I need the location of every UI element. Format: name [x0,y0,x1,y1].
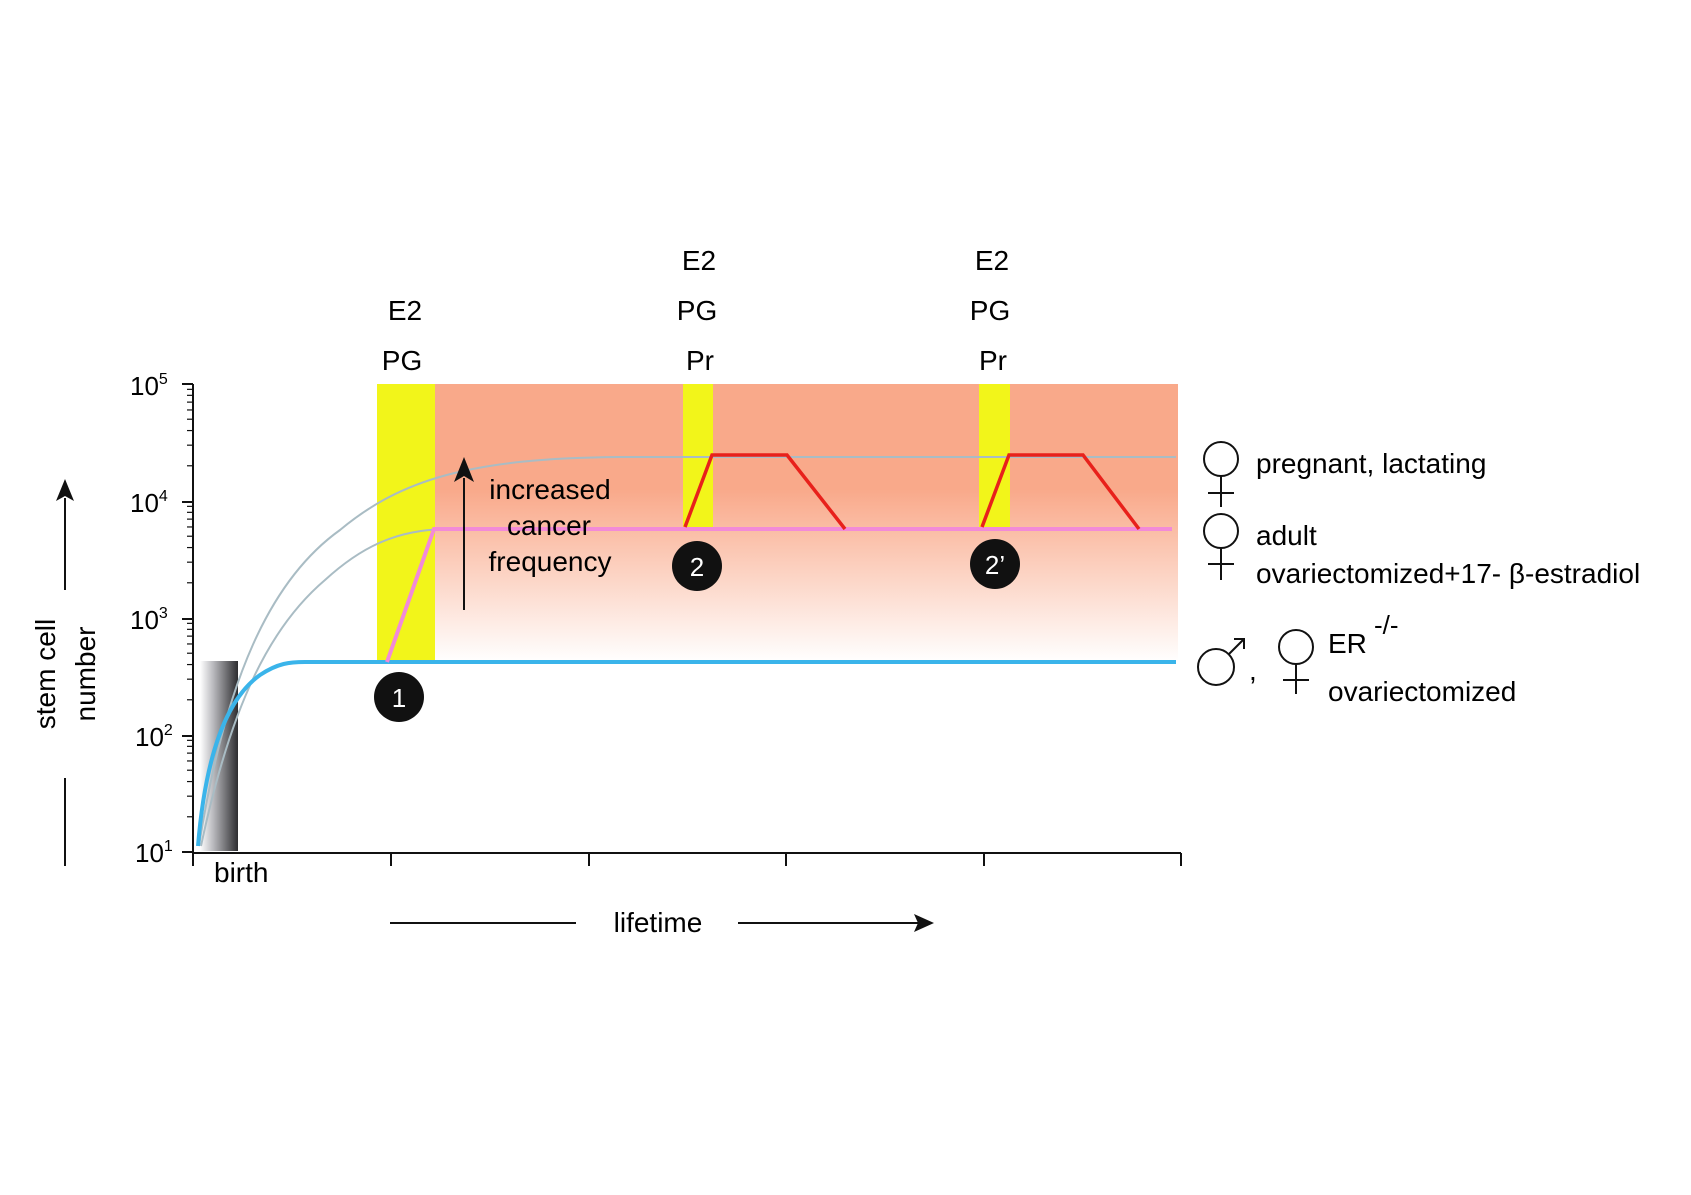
annotation-frequency: frequency [489,546,612,577]
y-major-ticks [182,383,193,853]
legend-comma: , [1249,655,1257,686]
pink-adult-line [385,527,1172,663]
pregnancy1-hormone-pr: Pr [686,345,714,376]
puberty-hormone-pg: PG [382,345,422,376]
male-symbol-icon [1197,638,1245,686]
marker-1-label: 1 [392,683,406,713]
puberty-hormone-e2: E2 [388,295,422,326]
x-axis-label: lifetime [614,907,703,938]
puberty-yellow-band [377,384,435,662]
pregnancy1-hormone-pg: PG [677,295,717,326]
pregnancy2-hormone-pr: Pr [979,345,1007,376]
pregnancy1-hormone-e2: E2 [682,245,716,276]
blue-baseline-line [196,660,1176,847]
legend-adult: adult [1256,520,1317,551]
red-pregnancy1-line [683,453,847,531]
y-tick-label-1e2: 102 [135,722,173,752]
grey-curve-adult [200,528,470,847]
legend-ovariectomized: ovariectomized [1328,676,1516,707]
marker-2-label: 2 [690,552,704,582]
female-symbol-icon [1203,441,1239,507]
pregnancy2-hormone-pg: PG [970,295,1010,326]
red-pregnancy2-line [980,453,1141,531]
marker-2-prime-label: 2’ [985,550,1005,580]
y-minor-ticks [187,388,193,818]
legend-pregnant-lactating: pregnant, lactating [1256,448,1486,479]
y-tick-label-1e5: 105 [130,371,168,401]
female-symbol-icon [1278,629,1314,694]
x-label-arrowhead [914,914,934,932]
x-major-ticks [192,853,1182,866]
annotation-cancer: cancer [507,510,591,541]
marker-2: 2 [672,541,722,591]
pregnancy1-yellow-band [683,384,713,527]
y-axis-label-line2: number [70,627,101,722]
marker-1: 1 [374,672,424,722]
birth-label: birth [214,857,268,888]
annotation-increased: increased [489,474,610,505]
cancer-frequency-arrowhead [454,457,474,482]
legend-er: ER [1328,628,1367,659]
pregnancy2-yellow-band [979,384,1010,527]
hormone-responsive-region [432,384,1178,662]
marker-2-prime: 2’ [970,539,1020,589]
y-tick-label-1e4: 104 [130,488,168,518]
y-tick-label-1e3: 103 [130,605,168,635]
legend-er-superscript: -/- [1374,610,1399,640]
pregnancy2-hormone-e2: E2 [975,245,1009,276]
y-tick-label-1e1: 101 [135,838,173,868]
y-axis-label-line1: stem cell [30,619,61,729]
legend-ovx-estradiol: ovariectomized+17- β-estradiol [1256,558,1640,589]
female-symbol-icon [1203,513,1239,580]
y-label-arrowhead [56,479,74,501]
